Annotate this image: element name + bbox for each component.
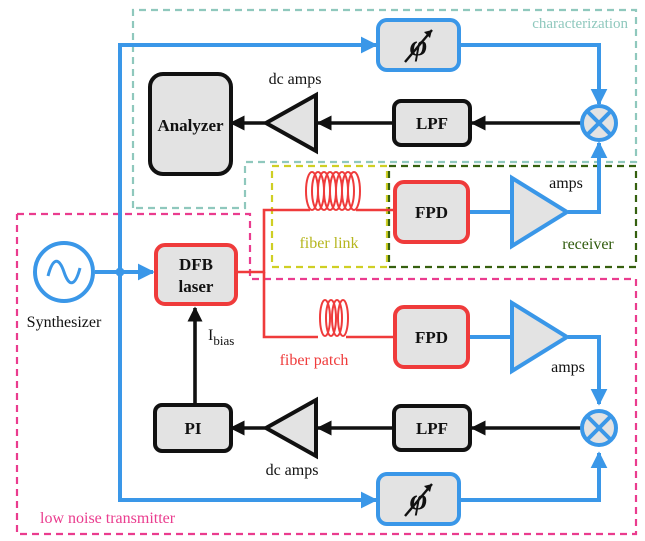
dfb-laser-block: DFB laser bbox=[154, 243, 238, 306]
baseband-wiring bbox=[187, 115, 582, 436]
receiver-label: receiver bbox=[562, 236, 614, 253]
lpf-bottom-label: LPF bbox=[416, 419, 448, 438]
fpd-block-top: FPD bbox=[393, 180, 470, 244]
region-receiver bbox=[387, 164, 638, 269]
amps-bottom-label: amps bbox=[551, 359, 585, 376]
synthesizer-icon bbox=[33, 241, 95, 303]
characterization-label: characterization bbox=[532, 16, 628, 32]
analyzer-block: Analyzer bbox=[148, 72, 233, 176]
dc-amps-bottom-label: dc amps bbox=[266, 462, 319, 479]
phase-shifter-bottom: φ bbox=[376, 472, 461, 526]
pi-label: PI bbox=[185, 419, 202, 438]
dc-amp-top-icon bbox=[261, 91, 318, 155]
fpd-bottom-label: FPD bbox=[415, 328, 448, 347]
synthesizer-label: Synthesizer bbox=[27, 314, 102, 331]
phase-shifter-top: φ bbox=[376, 18, 461, 72]
optical-fibers bbox=[237, 208, 394, 339]
region-characterization bbox=[131, 8, 638, 210]
region-transmitter bbox=[15, 212, 638, 536]
pi-block: PI bbox=[153, 403, 233, 453]
lpf-block-top: LPF bbox=[392, 99, 472, 147]
lpf-block-bottom: LPF bbox=[392, 404, 472, 452]
rf-split-node bbox=[115, 267, 125, 277]
amps-top-label: amps bbox=[549, 175, 583, 192]
fiber-link-spool-icon bbox=[305, 171, 361, 211]
rf-amp-bottom-icon bbox=[510, 299, 571, 375]
mixer-bottom-icon bbox=[580, 409, 618, 447]
transmitter-label: low noise transmitter bbox=[40, 510, 176, 527]
mixer-top-icon bbox=[580, 104, 618, 142]
fpd-top-label: FPD bbox=[415, 203, 448, 222]
rf-amp-top-icon bbox=[510, 174, 571, 250]
dfb-label-line1: DFB bbox=[179, 255, 213, 274]
fiber-link-label: fiber link bbox=[299, 235, 358, 252]
dfb-label-line2: laser bbox=[179, 277, 214, 296]
lpf-top-label: LPF bbox=[416, 114, 448, 133]
dc-amp-bottom-icon bbox=[261, 396, 318, 460]
fiber-patch-label: fiber patch bbox=[280, 352, 349, 369]
ibias-label: Ibias bbox=[208, 327, 234, 348]
analyzer-label: Analyzer bbox=[157, 116, 224, 135]
fiber-patch-coil-icon bbox=[319, 299, 349, 337]
fpd-block-bottom: FPD bbox=[393, 305, 470, 369]
dc-amps-top-label: dc amps bbox=[269, 71, 322, 88]
rf-wiring bbox=[95, 36, 608, 509]
